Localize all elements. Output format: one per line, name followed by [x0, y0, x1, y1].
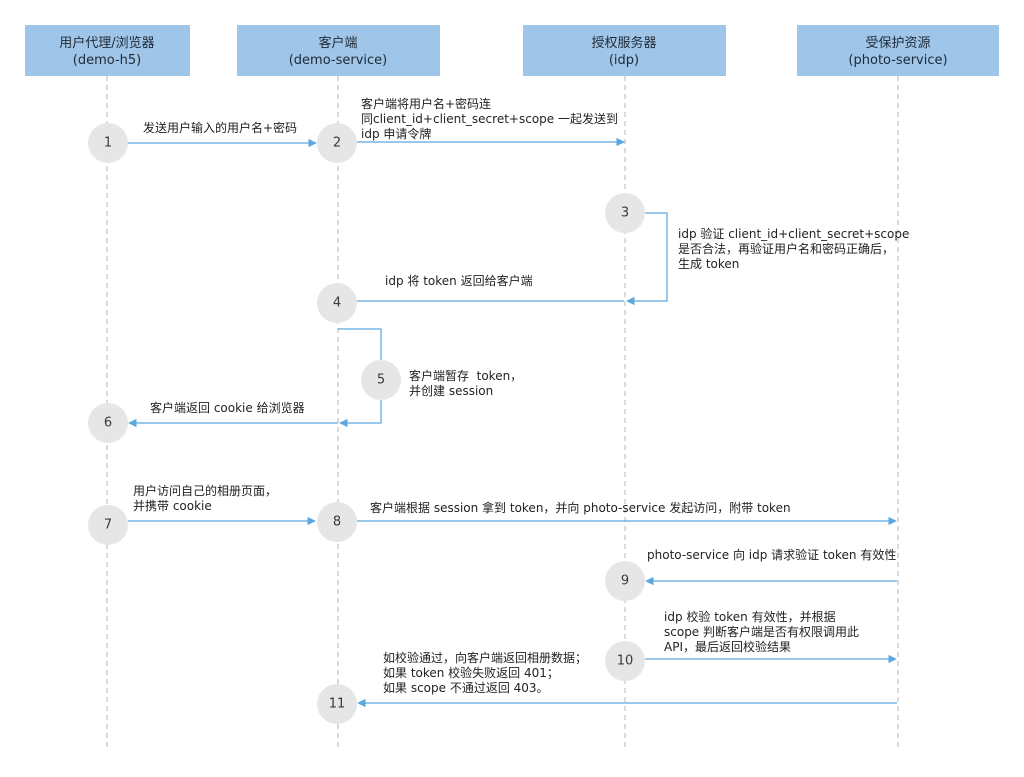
participant-box [797, 25, 999, 76]
step-8: 8 [317, 502, 357, 542]
step-10: 10 [605, 641, 645, 681]
label-line: idp 验证 client_id+client_secret+scope [678, 226, 909, 241]
label-step-7: 用户访问自己的相册页面， 并携带 cookie [133, 483, 277, 513]
step-number: 10 [617, 654, 634, 669]
label-step-11: 如校验通过，向客户端返回相册数据； 如果 token 校验失败返回 401； 如… [383, 650, 587, 695]
label-step-6: 客户端返回 cookie 给浏览器 [150, 400, 305, 415]
step-number: 9 [621, 574, 629, 589]
step-number: 2 [333, 136, 341, 151]
label-step-9: photo-service 向 idp 请求验证 token 有效性 [647, 547, 896, 562]
step-4: 4 [317, 283, 357, 323]
label-line: photo-service 向 idp 请求验证 token 有效性 [647, 547, 896, 562]
participant-box [523, 25, 726, 76]
participant-auth-server: 授权服务器 (idp) [523, 25, 726, 76]
label-line: 如果 token 校验失败返回 401； [383, 665, 559, 680]
step-circle [605, 641, 645, 681]
label-step-1: 发送用户输入的用户名+密码 [143, 120, 297, 135]
label-line: 如果 scope 不通过返回 403。 [383, 680, 549, 695]
label-line: scope 判断客户端是否有权限调用此 [664, 624, 859, 639]
label-line: 并创建 session [409, 384, 493, 398]
step-circle [317, 502, 357, 542]
label-step-4: idp 将 token 返回给客户端 [385, 273, 533, 288]
step-circle [88, 123, 128, 163]
label-line: idp 校验 token 有效性，并根据 [664, 609, 836, 624]
step-3: 3 [605, 193, 645, 233]
label-line: 并携带 cookie [133, 498, 212, 513]
step-circle [361, 360, 401, 400]
label-line: 客户端返回 cookie 给浏览器 [150, 400, 305, 415]
participant-id: (photo-service) [848, 53, 947, 68]
step-number: 6 [104, 416, 112, 431]
arrow-step-5-in [338, 328, 382, 360]
step-circle [317, 123, 357, 163]
step-number: 7 [104, 518, 112, 533]
step-1: 1 [88, 123, 128, 163]
participant-name: 用户代理/浏览器 [59, 35, 154, 51]
participant-id: (demo-service) [289, 53, 388, 68]
participant-id: (demo-h5) [73, 53, 141, 68]
label-line: idp 将 token 返回给客户端 [385, 273, 533, 288]
participant-client: 客户端 (demo-service) [237, 25, 440, 76]
label-line: idp 申请令牌 [361, 126, 431, 141]
label-line: 客户端暂存 token， [409, 368, 522, 383]
step-6: 6 [88, 403, 128, 443]
step-2: 2 [317, 123, 357, 163]
participant-name: 受保护资源 [865, 36, 930, 51]
participant-resource: 受保护资源 (photo-service) [797, 25, 999, 76]
label-step-8: 客户端根据 session 拿到 token，并向 photo-service … [370, 500, 791, 515]
participant-browser: 用户代理/浏览器 (demo-h5) [25, 25, 190, 76]
step-circle [88, 403, 128, 443]
step-number: 11 [329, 697, 346, 712]
step-number: 1 [104, 136, 112, 151]
label-line: 是否合法，再验证用户名和密码正确后， [678, 241, 894, 256]
label-step-3: idp 验证 client_id+client_secret+scope 是否合… [678, 226, 909, 271]
step-7: 7 [88, 505, 128, 545]
label-step-10: idp 校验 token 有效性，并根据 scope 判断客户端是否有权限调用此… [664, 609, 859, 654]
step-5: 5 [361, 360, 401, 400]
step-circle [605, 561, 645, 601]
participant-box [25, 25, 190, 76]
label-step-5: 客户端暂存 token， 并创建 session [409, 368, 522, 398]
participant-box [237, 25, 440, 76]
label-line: 生成 token [678, 257, 739, 271]
step-11: 11 [317, 684, 357, 724]
label-line: 如校验通过，向客户端返回相册数据； [383, 650, 587, 665]
step-number: 8 [333, 515, 341, 530]
arrow-step-5-out [339, 400, 382, 428]
step-number: 4 [333, 296, 341, 311]
participant-name: 授权服务器 [591, 35, 656, 51]
step-number: 5 [377, 373, 385, 388]
label-line: 用户访问自己的相册页面， [133, 483, 277, 498]
step-number: 3 [621, 206, 629, 221]
label-line: 客户端根据 session 拿到 token，并向 photo-service … [370, 500, 791, 515]
label-line: API，最后返回校验结果 [664, 639, 791, 654]
label-line: 发送用户输入的用户名+密码 [143, 120, 297, 135]
step-circle [317, 684, 357, 724]
step-circle [317, 283, 357, 323]
label-line: 同client_id+client_secret+scope 一起发送到 [361, 111, 618, 126]
step-circle [88, 505, 128, 545]
participant-id: (idp) [609, 53, 639, 68]
label-step-2: 客户端将用户名+密码连 同client_id+client_secret+sco… [361, 96, 618, 141]
label-line: 客户端将用户名+密码连 [361, 96, 491, 111]
step-9: 9 [605, 561, 645, 601]
arrow-step-3-loop [626, 212, 668, 306]
step-circle [605, 193, 645, 233]
participant-name: 客户端 [318, 35, 357, 51]
